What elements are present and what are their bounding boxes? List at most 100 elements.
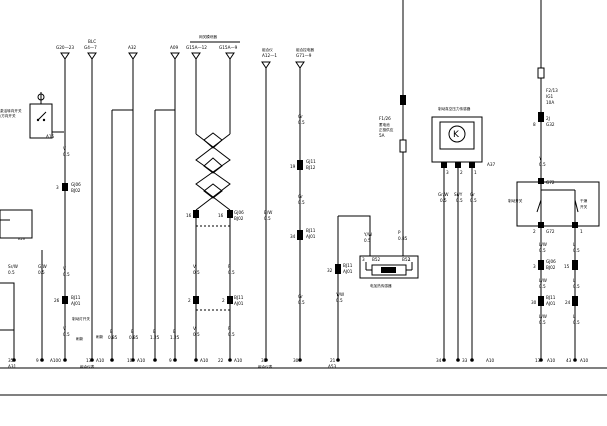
tw-v2-size: 0.5 [193,332,200,337]
switch-note-a: 激活转向开关 [0,108,22,113]
note-refresh: 刷新 [96,334,104,339]
gr2-size: 0.5 [298,200,305,205]
mod-pin1: 1 [474,170,477,175]
tw-v2: V [193,326,196,331]
l1-size: 0.5 [573,248,580,253]
bpin-8: 9 [169,358,172,363]
lw2: L/W [539,278,547,283]
bpin-20: 43 [566,358,572,363]
mod-w3-size: 0.5 [470,198,477,203]
bj11-r: BJ11 [546,295,556,300]
left-a20: A20 [18,237,26,241]
column-6: 组合仪 A12—1 B/W 0.5 [261,47,277,360]
fuse-f2: F2/13 [546,88,558,93]
bpin-9: A10 [200,358,209,363]
bw: B/W [264,210,272,215]
pin3-r: 3 [533,264,536,269]
fuse-f1-amp: 5A [379,133,385,138]
b52a: B52 [372,257,381,262]
p085: P [398,230,401,235]
note-brake: 制动灯开关 [72,316,90,321]
c2-pin: G4—7 [84,45,97,50]
gr4: Gr [298,294,303,299]
tw-16a: 16 [186,213,192,218]
lw3: L/W [539,314,547,319]
pin3-a: 3 [56,185,59,190]
fuse-f1-note: 蓄电池 [379,122,390,127]
aj01-c: AJ01 [306,234,316,239]
l3-size: 0.5 [573,320,580,325]
c6-ref: A12—1 [262,53,277,58]
c4-b: B [110,329,113,334]
c1-a-color: V [63,146,66,151]
fuse-f2-amp: 10A [546,100,554,105]
pin19: 19 [290,164,296,169]
pin32: 32 [327,268,333,273]
bpin-10: 22 [218,358,224,363]
tw-gj06: GJ06 [234,210,244,215]
yw2: Y/W [335,292,344,297]
bpin-14: 21 [330,358,336,363]
c7-ref: G71—9 [296,53,312,58]
g72-top: G72 [546,180,555,185]
module-ref: A37 [487,162,496,167]
bpin-16: 33 [462,358,468,363]
gr1-size: 0.5 [298,120,305,125]
pin34: 34 [290,234,296,239]
tw-p2-size: 0.5 [228,332,235,337]
c1-a-size: 0.5 [63,152,70,157]
aj01-a: AJ01 [71,301,81,306]
c5-title: 网关模块器 [199,34,217,39]
gj06-a: GJ06 [71,182,81,187]
bj11-d: BJ11 [343,263,353,268]
switch-ref: A15 [46,134,55,139]
bpin-18: 13 [535,358,541,363]
sensor-block: F1/26 蓄电池 正极供应 5A P 0.85 3 1 B52 B52 电加热… [327,0,419,360]
gr2: Gr [298,194,303,199]
mod-w2: Sr/Y [454,192,463,197]
tw-2b: 2 [222,298,225,303]
yw: Y/W [363,232,372,237]
tw-p: P [228,264,231,269]
bpin-11: A10 [234,358,243,363]
f2-2j: 2J [546,116,550,121]
switch-block: 激活转向开关 /方向开关 A15 [0,92,64,139]
c5-b: B [153,329,156,334]
gj06-r: GJ06 [546,259,556,264]
pin3-b: 3 [362,257,365,262]
c4-ref: A09 [170,45,179,50]
bpin-19: A10 [547,358,556,363]
bw-size: 0.5 [264,216,271,221]
column-7: 组合控电器 G71—9 Gr 0.5 19 GJ11 BJ12 Gr 0.5 3… [290,47,316,360]
mod-w1: Gr/W [438,192,449,197]
bpin-6: 10 [127,358,133,363]
tw-16b: 16 [218,213,224,218]
l2-size: 0.5 [573,284,580,289]
tw-2a: 2 [188,298,191,303]
bottom-label-2: 组合仪表 [258,364,273,369]
gr1: Gr [298,114,303,119]
bottom-label-1: 组合仪表 [80,364,95,369]
c5-125: 1.25 [150,335,160,340]
c6-b: B [173,329,176,334]
lw2-size: 0.5 [539,284,546,289]
c1-ref: G20—23 [56,45,74,50]
bpin-2: 9 [36,358,39,363]
c1-b-size: 0.5 [63,272,70,277]
bpin-21: A10 [580,358,589,363]
f2-y-size: 0.5 [539,162,546,167]
tw-aj01: AJ01 [234,301,244,306]
bpin-4: 13 [86,358,92,363]
bpin-15: 34 [436,358,442,363]
left-b-color: G/W [38,264,47,269]
left-partial-component [0,209,33,239]
bj12: BJ12 [306,165,316,170]
pin1-b: 1 [408,257,411,262]
c3-ref: A32 [128,45,137,50]
l1: L [573,242,576,247]
twisted-pair-block: 网关模块器 G15A—12 G15A—9 16 16 GJ06 BJ02 V 0… [186,34,244,360]
yw2-size: 0.5 [336,298,343,303]
lw3-size: 0.5 [539,320,546,325]
bpin-a31: A31 [8,364,17,369]
bj02-r: BJ02 [546,265,556,270]
